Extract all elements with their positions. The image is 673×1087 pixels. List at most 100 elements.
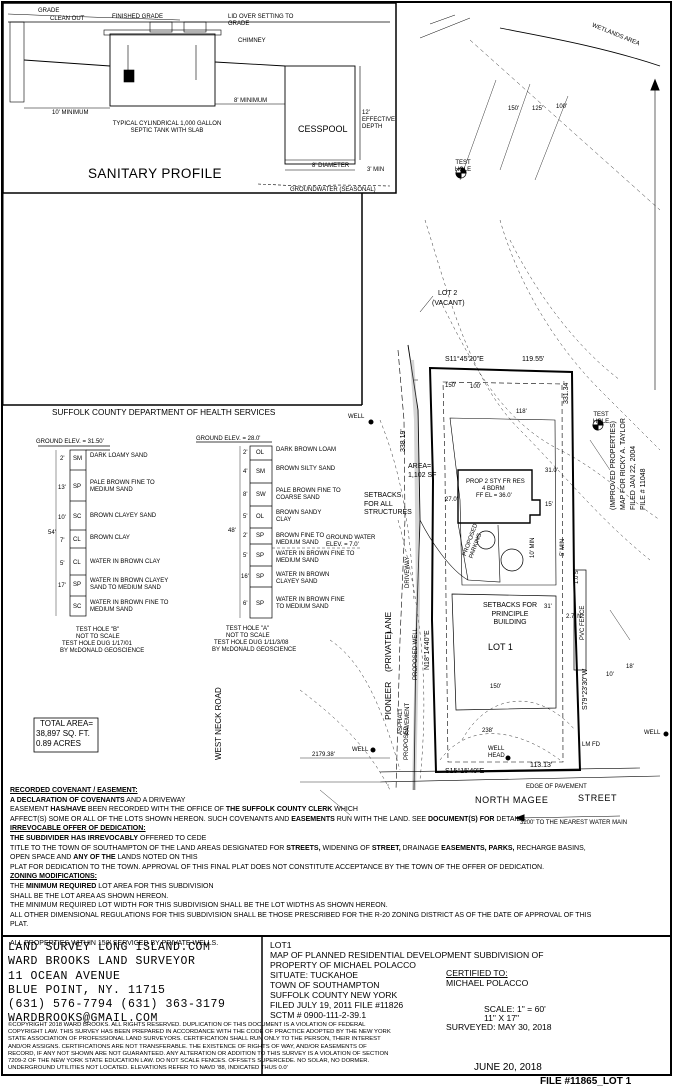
map-for-label: MAP FOR RICKY A. TAYLOR: [620, 418, 627, 510]
dim-31: 31.0': [545, 468, 558, 474]
hole-b-code: SM: [73, 456, 82, 462]
street-label: STREET: [578, 793, 618, 803]
surveyed-date: SURVEYED: MAY 30, 2018: [446, 1022, 552, 1032]
hole-b-desc: BROWN CLAY: [90, 535, 130, 541]
septic-tank-caption: TYPICAL CYLINDRICAL 1,000 GALLON SEPTIC …: [112, 121, 222, 134]
hole-a-desc: WATER IN BROWN CLAYEY SAND: [276, 572, 330, 585]
ten-minimum-label: 10' MINIMUM: [52, 110, 89, 116]
hole-b-ground-elev: GROUND ELEV. = 31.50': [36, 439, 104, 445]
hole-b-desc: BROWN CLAYEY SAND: [90, 513, 157, 519]
south-bearing: S15°15'40"E: [445, 768, 485, 775]
hole-a-code: OL: [256, 514, 265, 520]
dim-31-b: 31': [544, 604, 552, 610]
dim-27: 27.0': [445, 497, 458, 503]
hole-a-groundwater: GROUND WATER ELEV. = 7.0': [326, 535, 376, 548]
setbacks-all-label: SETBACKS FOR ALL STRUCTURES: [364, 492, 412, 516]
hole-a-code: SP: [256, 601, 265, 607]
hole-b-caption-3: TEST HOLE DUG 1/17/01: [62, 641, 132, 647]
lot-1-boundary: [428, 366, 582, 774]
hole-b-code: SP: [73, 484, 82, 490]
lot-1-building-envelope: [451, 593, 557, 711]
hole-b-code: CL: [73, 560, 81, 566]
private-label: (PRIVATE): [383, 631, 393, 672]
north-magee-label: NORTH MAGEE: [475, 795, 549, 805]
west-neck-road-label: WEST NECK ROAD: [214, 687, 223, 760]
surveyor-phone: (631) 576-7794 (631) 363-3179: [8, 998, 226, 1012]
ten-min-label: 10' MIN: [530, 537, 536, 558]
wetlands-line: [499, 27, 661, 67]
well-marker-north: [368, 419, 374, 425]
certified-to-name: MICHAEL POLACCO: [446, 978, 529, 988]
lane-label: LANE: [383, 611, 393, 634]
finished-grade-label: FINISHED GRADE: [112, 14, 164, 20]
hole-b-desc: DARK LOAMY SAND: [90, 453, 148, 459]
dim-18: 18': [626, 664, 634, 670]
dim-100-a: 100': [556, 104, 568, 110]
notes-heading-covenant: RECORDED COVENANT / EASEMENT:: [10, 787, 138, 794]
hole-a-desc: BROWN FINE TO MEDIUM SAND: [276, 533, 325, 546]
edge-of-pavement-label: EDGE OF PAVEMENT: [526, 784, 587, 790]
septic-tank: [109, 33, 216, 107]
notes-line: EASEMENT HAS/HAVE BEEN RECORDED WITH THE…: [10, 806, 358, 814]
lot-1-label: LOT 1: [488, 642, 513, 652]
sewer-pipe: [23, 59, 111, 67]
filed-label: FILED JAN 22, 2004: [630, 445, 637, 510]
notes-line: A DECLARATION OF COVENANTS AND A DRIVEWA…: [10, 796, 186, 804]
hole-a-code: SP: [256, 574, 265, 580]
proposed-house: [457, 469, 541, 524]
well-label-south: WELL: [352, 747, 369, 753]
sanitary-profile-title: SANITARY PROFILE: [88, 166, 222, 181]
grade-label: GRADE: [38, 8, 60, 14]
well-label-north: WELL: [348, 414, 365, 420]
situate: SITUATE: TUCKAHOE: [270, 970, 359, 980]
hole-b-desc: WATER IN BROWN CLAYEY SAND TO MEDIUM SAN…: [90, 578, 169, 591]
contour-lines: [299, 219, 661, 791]
dim-150-c: 150': [445, 383, 457, 389]
test-hole-label-east: TEST HOLE: [592, 412, 610, 425]
notes-line: THE SUBDIVIDER HAS IRREVOCABLY OFFERED T…: [10, 834, 207, 842]
notes-line: OPEN SPACE AND ANY OF THE LANDS NOTED ON…: [10, 854, 198, 862]
south-distance: 113.13': [530, 762, 553, 769]
hole-a-code: SP: [256, 533, 265, 539]
well-marker-south: [370, 747, 376, 753]
site-plan: [299, 27, 669, 822]
hole-b-caption-2: NOT TO SCALE: [76, 634, 120, 640]
driveway-label: DRIVEWAY: [405, 556, 411, 588]
notes-line: ALL PROPERTIES WITHIN 150' SERVICED BY P…: [10, 939, 219, 947]
notes-line: PLAT FOR DEDICATION TO THE TOWN. APPROVA…: [10, 863, 545, 871]
paper-size: 11" X 17": [484, 1013, 520, 1023]
hole-b-desc: PALE BROWN FINE TO MEDIUM SAND: [90, 480, 155, 493]
plan-date: JUNE 20, 2018: [474, 1062, 542, 1073]
dim-150-b: 150': [490, 684, 502, 690]
hole-b-caption-1: TEST HOLE "B": [76, 627, 120, 633]
sctm-number: SCTM # 0900-111-2-39.1: [270, 1010, 367, 1020]
hole-b-code: SC: [73, 604, 82, 610]
test-hole-label-north: TEST HOLE: [454, 160, 472, 173]
well-marker-east: [663, 731, 669, 737]
hole-a-code: SW: [256, 492, 266, 498]
west-distance: 338.19': [400, 429, 407, 452]
hole-a-desc: DARK BROWN LOAM: [276, 447, 337, 453]
notes-line: TITLE TO THE TOWN OF SOUTHAMPTON OF THE …: [10, 844, 586, 852]
one-s-label: 1.0'S: [574, 570, 580, 585]
hole-a-ground-elev: GROUND ELEV. = 28.0': [196, 436, 261, 442]
pioneer-label: PIONEER: [383, 681, 393, 720]
map-title-1: MAP OF PLANNED RESIDENTIAL DEVELOPMENT S…: [270, 950, 544, 960]
test-hole-a-log: [196, 441, 360, 619]
improved-properties-label: (IMPROVED PROPERTIES): [610, 421, 617, 510]
hole-b-code: SP: [73, 582, 82, 588]
dim-100-b: 100': [470, 384, 482, 390]
certified-to-label: CERTIFIED TO:: [446, 968, 508, 978]
file-number-label: FILE # 11048: [640, 468, 647, 510]
lid-label: LID OVER SETTING TO GRADE: [228, 14, 294, 27]
effective-depth-label: 12' EFFECTIVE DEPTH: [362, 110, 396, 130]
dim-238: 238': [482, 728, 494, 734]
water-main-label: 3200' TO THE NEAREST WATER MAIN: [520, 820, 628, 826]
edge-of-pavement: [379, 775, 661, 783]
area-value: 1,102 SF: [408, 472, 437, 479]
total-area-box: [33, 717, 99, 753]
chimney-label: CHIMNEY: [238, 38, 266, 44]
hole-a-desc: BROWN SILTY SAND: [276, 466, 336, 472]
